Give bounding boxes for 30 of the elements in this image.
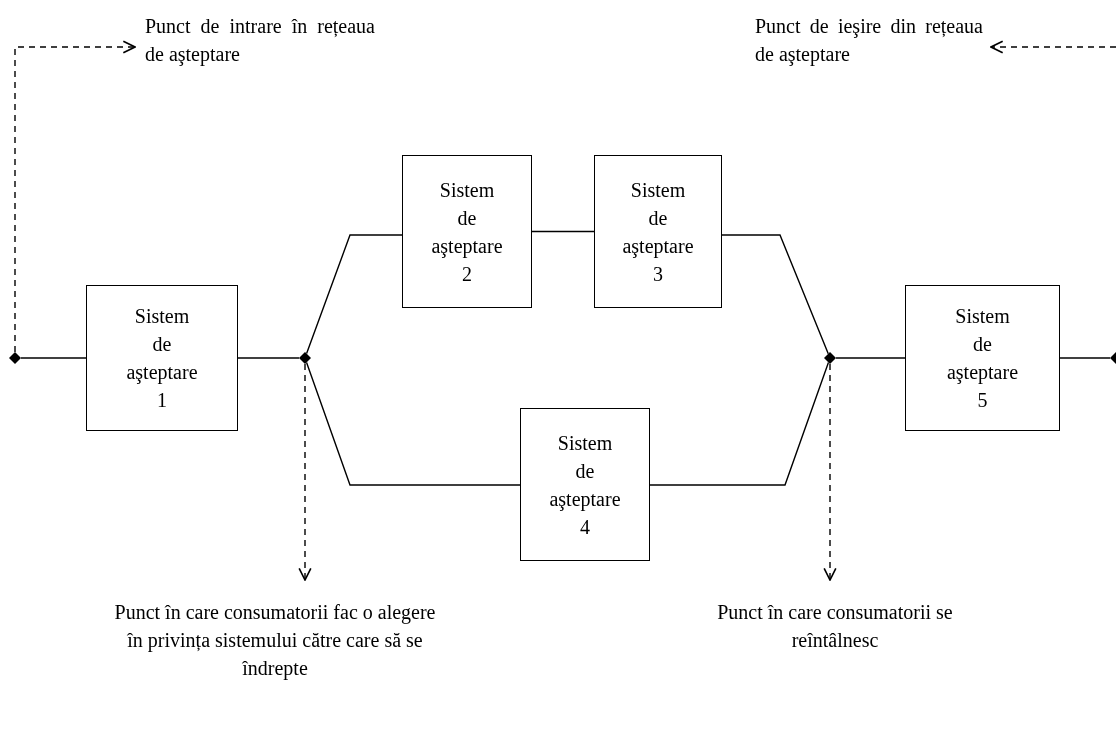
dashed-arrow [298,363,312,581]
queue-system-box [402,155,532,308]
box-label: Sistem de aşteptare 3 [621,177,695,287]
connector-line [531,230,595,233]
connector-line [835,357,906,359]
connector-line [721,234,829,355]
dashed-arrow [14,40,136,353]
note-text: Punct în care consumatorii fac o alegere în privința sistemului către care să se îndrepte [113,600,437,682]
junction-point [824,352,836,364]
junction-point [9,352,21,364]
box-label: Sistem de aşteptare 4 [548,430,622,540]
queue-system-box [905,285,1060,431]
connector-line [20,357,87,359]
dashed-arrow [990,40,1116,54]
junction-point [299,352,311,364]
queue-system-box [520,408,650,561]
queue-system-box [86,285,238,431]
queue-system-box [594,155,722,308]
note-text: Punct de ieşire din rețeaua de aşteptare [755,14,983,68]
box-label: Sistem de aşteptare 5 [945,304,1020,413]
connector-line [237,357,300,359]
note-text: Punct de intrare în rețeaua de aşteptare [145,14,375,68]
connector-line [1059,357,1111,359]
connector-line [649,361,830,486]
connector-line [305,361,521,486]
connector-line [305,234,403,355]
box-label: Sistem de aşteptare 1 [125,304,199,413]
note-text: Punct în care consumatorii se reîntâlnesc [716,600,954,653]
dashed-arrow [823,363,837,581]
box-label: Sistem de aşteptare 2 [430,177,504,287]
